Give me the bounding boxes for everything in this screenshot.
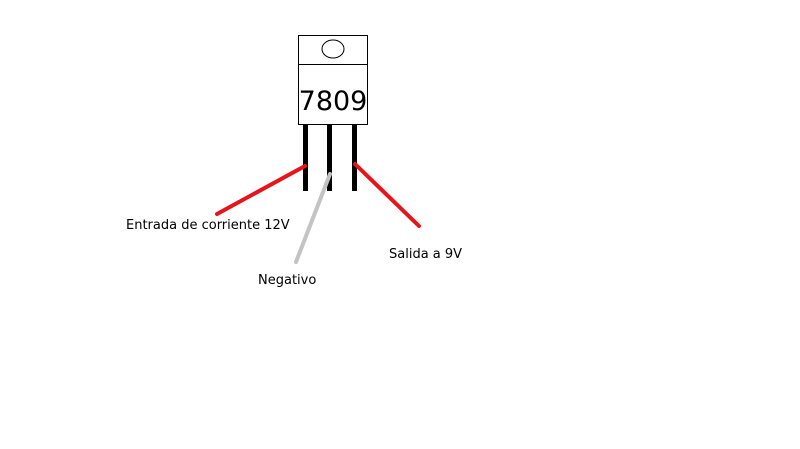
output-label: Salida a 9V — [389, 247, 462, 262]
pin-ground — [327, 125, 332, 191]
regulator-pins — [303, 125, 357, 191]
input-wire — [215, 164, 307, 216]
output-wire — [353, 162, 421, 228]
pin-output — [352, 125, 357, 191]
part-number-label: 7809 — [299, 86, 368, 117]
mounting-hole-icon — [321, 39, 345, 59]
ground-wire — [294, 172, 332, 264]
voltage-regulator: 7809 — [298, 35, 368, 125]
input-label: Entrada de corriente 12V — [126, 218, 290, 233]
pin-input — [303, 125, 308, 191]
regulator-body — [298, 64, 368, 125]
ground-label: Negativo — [258, 273, 316, 288]
